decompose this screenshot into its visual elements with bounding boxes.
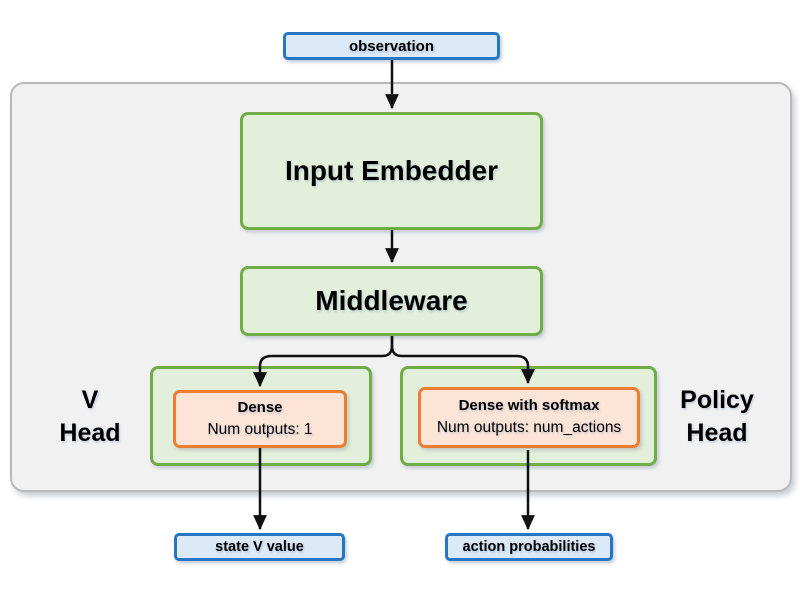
node-v-dense-title: Dense [237, 398, 283, 416]
node-middleware-label: Middleware [315, 285, 468, 316]
node-action-probabilities-label: action probabilities [462, 539, 596, 555]
policy-head-label: Policy Head [657, 384, 777, 450]
node-state-v-value: state V value [174, 533, 345, 561]
node-action-probabilities: action probabilities [445, 533, 613, 561]
node-observation: observation [283, 32, 500, 60]
v-head-label-line1: V [81, 386, 99, 414]
node-input-embedder-label: Input Embedder [284, 155, 499, 186]
node-input-embedder: Input Embedder [240, 112, 543, 230]
node-policy-dense: Dense with softmax Num outputs: num_acti… [418, 387, 640, 448]
v-head-label-line2: Head [59, 419, 121, 447]
policy-head-label-line2: Head [686, 419, 748, 447]
node-observation-label: observation [348, 37, 435, 55]
node-middleware: Middleware [240, 266, 543, 336]
node-v-dense-subtitle: Num outputs: 1 [207, 420, 313, 438]
node-policy-dense-title: Dense with softmax [458, 397, 600, 415]
node-policy-dense-subtitle: Num outputs: num_actions [436, 419, 622, 437]
v-head-label: V Head [30, 384, 150, 450]
node-state-v-value-label: state V value [215, 539, 304, 555]
policy-head-label-line1: Policy [680, 386, 754, 414]
node-v-dense: Dense Num outputs: 1 [173, 390, 347, 448]
